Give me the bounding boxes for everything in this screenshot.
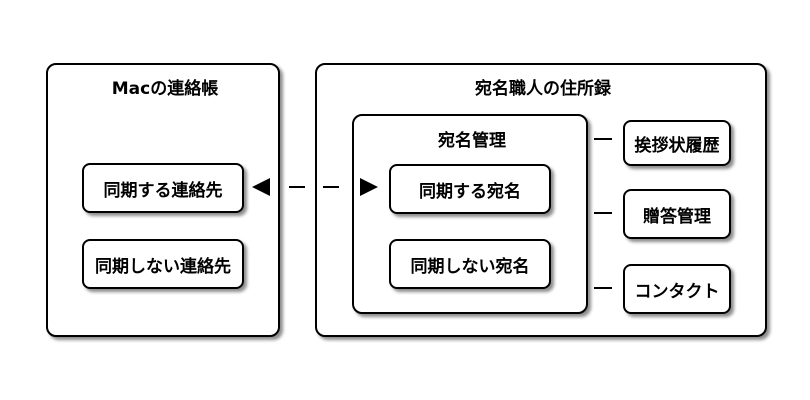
mac-contacts-panel: Macの連絡帳 同期する連絡先 同期しない連絡先 <box>46 63 280 337</box>
contact-box[interactable]: コンタクト <box>623 264 731 314</box>
address-book-panel: 宛名職人の住所録 宛名管理 同期する宛名 同期しない宛名 挨拶状履歴 贈答管理 … <box>315 63 767 337</box>
synced-addresses-box[interactable]: 同期する宛名 <box>389 164 551 214</box>
synced-contacts-box[interactable]: 同期する連絡先 <box>82 163 244 213</box>
address-management-title: 宛名管理 <box>438 131 506 151</box>
unsynced-contacts-box[interactable]: 同期しない連絡先 <box>82 239 244 289</box>
address-book-title: 宛名職人の住所録 <box>475 79 611 99</box>
mac-contacts-title: Macの連絡帳 <box>111 79 219 99</box>
greeting-history-box[interactable]: 挨拶状履歴 <box>623 120 731 166</box>
address-management-group: 宛名管理 同期する宛名 同期しない宛名 <box>352 114 588 314</box>
right-arrowhead-icon <box>360 178 378 196</box>
unsynced-addresses-box[interactable]: 同期しない宛名 <box>389 239 551 289</box>
left-arrowhead-icon <box>252 178 270 196</box>
gift-management-box[interactable]: 贈答管理 <box>623 189 731 239</box>
